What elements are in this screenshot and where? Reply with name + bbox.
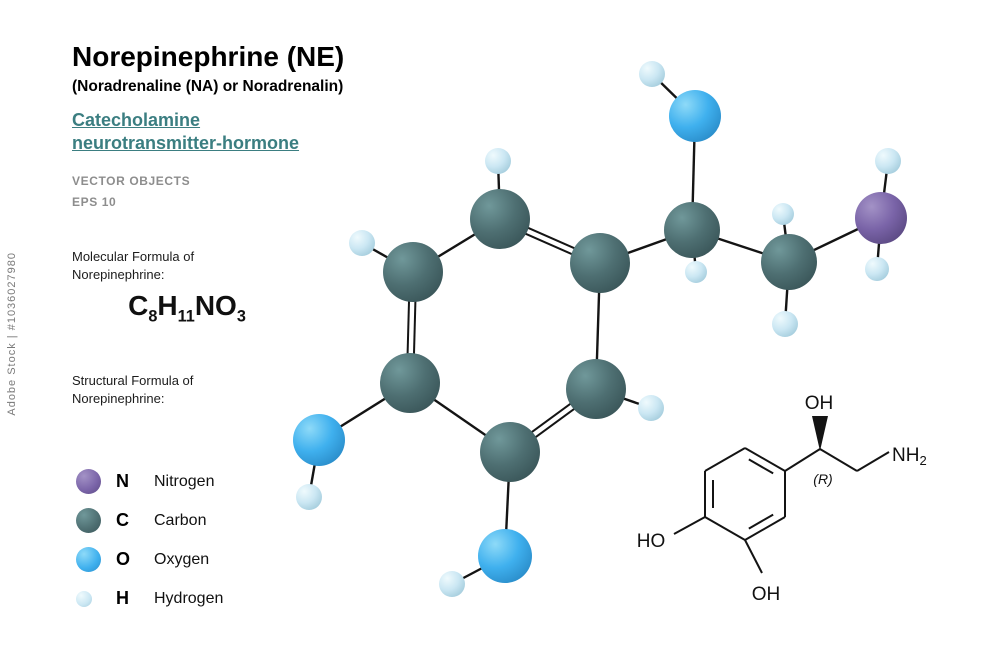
atom-H bbox=[639, 61, 665, 87]
category-line-1: Catecholamine bbox=[72, 110, 201, 131]
legend-symbol: O bbox=[116, 549, 131, 569]
atom-H bbox=[349, 230, 375, 256]
legend-item-hydrogen: H Hydrogen bbox=[70, 579, 310, 618]
legend-name: Hydrogen bbox=[154, 589, 224, 607]
legend-sphere-wrap bbox=[70, 508, 116, 533]
structural-formula-2d-group: HO OH OH (R) NH2 bbox=[637, 393, 927, 605]
skeletal-bond bbox=[819, 448, 858, 472]
carbon-sphere-icon bbox=[76, 508, 101, 533]
ring-bond bbox=[704, 516, 746, 541]
legend-symbol: N bbox=[116, 471, 129, 491]
atom-N bbox=[855, 192, 907, 244]
atom-C bbox=[470, 189, 530, 249]
legend-symbol: C bbox=[116, 510, 129, 530]
stock-watermark-text: Adobe Stock | #1036027980 bbox=[6, 251, 18, 416]
legend-item-oxygen: O Oxygen bbox=[70, 540, 310, 579]
atom-H bbox=[772, 311, 798, 337]
atom-H bbox=[875, 148, 901, 174]
legend-sphere-wrap bbox=[70, 590, 116, 607]
molecular-formula-label-line2: Norepinephrine: bbox=[72, 266, 165, 282]
category-text: Catecholamine neurotransmitter-hormone bbox=[72, 109, 402, 154]
formula-symbol: N bbox=[194, 290, 216, 321]
category-line-2: neurotransmitter-hormone bbox=[72, 132, 300, 153]
formula-symbol: O bbox=[215, 290, 237, 321]
ring-inner-double-bond bbox=[748, 513, 774, 530]
atom-H bbox=[865, 257, 889, 281]
legend-name: Carbon bbox=[154, 511, 207, 529]
formula-subscript: 11 bbox=[177, 307, 195, 326]
formula-subscript: 3 bbox=[236, 307, 246, 326]
oxygen-sphere-icon bbox=[76, 547, 101, 572]
atom-C bbox=[761, 234, 817, 290]
legend-name: Nitrogen bbox=[154, 472, 215, 490]
atom-C bbox=[383, 242, 443, 302]
page-subtitle: (Noradrenaline (NA) or Noradrenalin) bbox=[72, 78, 344, 96]
atom-H bbox=[439, 571, 465, 597]
legend-item-nitrogen: N Nitrogen bbox=[70, 462, 310, 501]
ring-bond bbox=[704, 447, 746, 472]
nitrogen-sphere-icon bbox=[76, 469, 101, 494]
skeletal-bond bbox=[856, 451, 890, 472]
structural-formula-label-line2: Norepinephrine: bbox=[72, 390, 165, 406]
formula-subscript: 8 bbox=[148, 307, 158, 326]
formula-label-r: (R) bbox=[813, 471, 832, 487]
structural-formula-label-line1: Structural Formula of bbox=[72, 373, 194, 388]
molecular-formula: C8H11NO3 bbox=[72, 290, 302, 327]
molecular-formula-label: Molecular Formula of Norepinephrine: bbox=[72, 248, 194, 283]
formula-label-ho: HO bbox=[637, 531, 666, 552]
watermark-rail: Adobe Stock | #1036027980 bbox=[0, 0, 24, 667]
atom-C bbox=[566, 359, 626, 419]
skeletal-bond bbox=[744, 539, 763, 574]
atom-C bbox=[480, 422, 540, 482]
molecular-formula-label-line1: Molecular Formula of bbox=[72, 249, 195, 264]
legend-sphere-wrap bbox=[70, 547, 116, 572]
page-title: Norepinephrine (NE) bbox=[72, 41, 345, 72]
legend-sphere-wrap bbox=[70, 469, 116, 494]
atom-C bbox=[570, 233, 630, 293]
structural-formula-label: Structural Formula of Norepinephrine: bbox=[72, 372, 193, 407]
legend-item-carbon: C Carbon bbox=[70, 501, 310, 540]
wedge-bond bbox=[812, 416, 828, 451]
atom-H bbox=[485, 148, 511, 174]
meta-eps: EPS 10 bbox=[72, 194, 117, 209]
legend-name: Oxygen bbox=[154, 550, 210, 568]
formula-label-oh: OH bbox=[752, 584, 781, 605]
atom-C bbox=[380, 353, 440, 413]
ring-bond bbox=[744, 447, 786, 472]
atom-H bbox=[638, 395, 664, 421]
atom-O bbox=[669, 90, 721, 142]
meta-vector-objects: VECTOR OBJECTS bbox=[72, 174, 191, 189]
ring-inner-double-bond bbox=[748, 458, 774, 475]
model-3d-group bbox=[293, 61, 907, 597]
atom-O bbox=[478, 529, 532, 583]
formula-label-oh: OH bbox=[805, 393, 834, 414]
legend-symbol: H bbox=[116, 588, 129, 608]
atom-H bbox=[296, 484, 322, 510]
formula-symbol: C bbox=[128, 290, 149, 321]
formula-symbol: H bbox=[157, 290, 178, 321]
meta-text: VECTOR OBJECTS EPS 10 bbox=[72, 171, 402, 212]
skeletal-bond bbox=[784, 448, 821, 472]
header-block: Norepinephrine (NE) (Noradrenaline (NA) … bbox=[72, 42, 402, 212]
atom-C bbox=[664, 202, 720, 258]
hydrogen-sphere-icon bbox=[76, 590, 92, 607]
ring-bond bbox=[744, 516, 786, 541]
atom-H bbox=[685, 261, 707, 283]
skeletal-bond bbox=[673, 516, 706, 535]
atom-O bbox=[293, 414, 345, 466]
formula-label-nh: NH2 bbox=[892, 445, 927, 468]
atom-H bbox=[772, 203, 794, 225]
